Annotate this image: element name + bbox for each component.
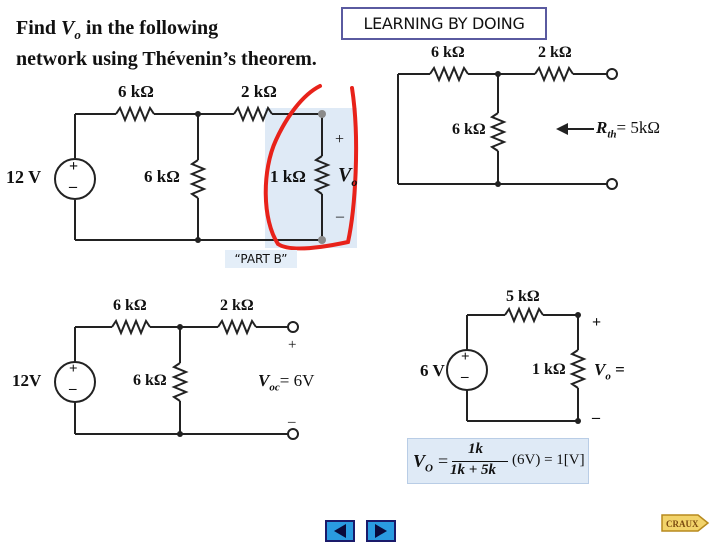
main-source-plus: +	[69, 158, 79, 175]
part-b-label: “PART B”	[225, 250, 297, 268]
main-r-top-left-label: 6 kΩ	[118, 82, 154, 101]
rth-label: Rth= 5kΩ	[596, 118, 661, 141]
final-plus: +	[592, 314, 602, 331]
formula-numerator: 1k	[468, 441, 483, 457]
main-r-mid-label: 6 kΩ	[144, 167, 180, 186]
vo-label: Vo	[338, 164, 358, 189]
main-source-minus: –	[69, 178, 77, 195]
final-minus: –	[592, 409, 600, 426]
final-source-label: 6 V	[420, 361, 445, 380]
final-source-minus: –	[461, 369, 469, 385]
next-button[interactable]	[366, 520, 396, 542]
voc-label: Voc= 6V	[258, 371, 315, 394]
vo-plus: +	[335, 131, 345, 148]
formula-eq: =	[438, 451, 449, 471]
voc-source-label: 12V	[12, 371, 42, 390]
rth-r-top-right-label: 2 kΩ	[538, 44, 572, 61]
crux-logo-icon: CRAUX	[661, 514, 710, 532]
rth-r-top-left-label: 6 kΩ	[431, 44, 465, 61]
main-source-label: 12 V	[6, 167, 42, 187]
voc-r-top-right-label: 2 kΩ	[220, 297, 254, 314]
final-r-top-label: 5 kΩ	[506, 288, 540, 305]
voc-minus: –	[288, 414, 296, 430]
arrow-left-icon	[334, 524, 346, 538]
prev-button[interactable]	[325, 520, 355, 542]
voc-r-top-left-label: 6 kΩ	[113, 297, 147, 314]
voc-source-plus: +	[69, 361, 78, 377]
voc-source-minus: –	[69, 381, 77, 397]
final-source-plus: +	[461, 349, 470, 365]
main-r-load-label: 1 kΩ	[270, 167, 306, 186]
rth-r-mid-label: 6 kΩ	[452, 121, 486, 138]
problem-title: Find Vo in the following network using T…	[16, 17, 317, 70]
vo-minus: –	[336, 208, 344, 225]
main-r-top-right-label: 2 kΩ	[241, 82, 277, 101]
arrow-right-icon	[375, 524, 387, 538]
formula-rhs: (6V) = 1[V]	[512, 452, 585, 468]
voc-plus: +	[288, 337, 297, 353]
svg-text:CRAUX: CRAUX	[666, 519, 699, 529]
crux-logo-button[interactable]: CRAUX	[660, 512, 710, 534]
red-marker-circle	[263, 84, 359, 251]
final-r-load-label: 1 kΩ	[532, 361, 566, 378]
final-vo-label: Vo =	[594, 360, 625, 383]
vo-formula: VO = 1k 1k + 5k (6V) = 1[V]	[407, 438, 589, 484]
formula-lhs: VO	[413, 451, 433, 475]
formula-denominator: 1k + 5k	[450, 462, 497, 478]
voc-r-mid-label: 6 kΩ	[133, 372, 167, 389]
learning-banner: LEARNING BY DOING	[341, 7, 547, 40]
